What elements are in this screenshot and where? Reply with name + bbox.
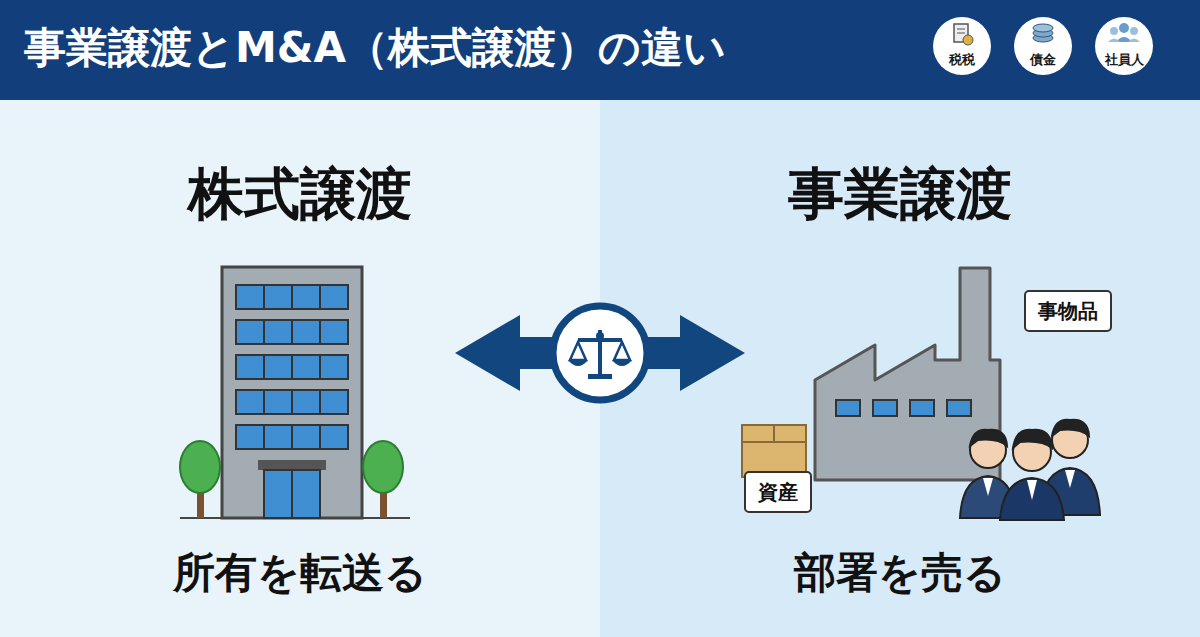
panel-caption: 所有を転送る: [173, 548, 427, 598]
tag-label: 資産: [758, 479, 798, 505]
icon-label: 社員人: [1105, 52, 1144, 67]
icon-circle: 税税: [933, 17, 991, 75]
icon-label: 債金: [1030, 52, 1056, 67]
icon-circle: 社員人: [1095, 17, 1153, 75]
tag-box: 資産: [744, 471, 812, 513]
panel-heading: 事業譲渡: [788, 160, 1012, 227]
tag-box: 事物品: [1024, 290, 1112, 332]
icon-label: 税税: [949, 52, 975, 67]
icon-circle: 債金: [1014, 17, 1072, 75]
title: 事業譲渡とM&A（株式譲渡）の違い: [24, 22, 726, 74]
tag-label: 事物品: [1038, 298, 1098, 324]
panel-heading: 株式譲渡: [188, 160, 412, 227]
panel-caption: 部署を売る: [794, 548, 1006, 598]
